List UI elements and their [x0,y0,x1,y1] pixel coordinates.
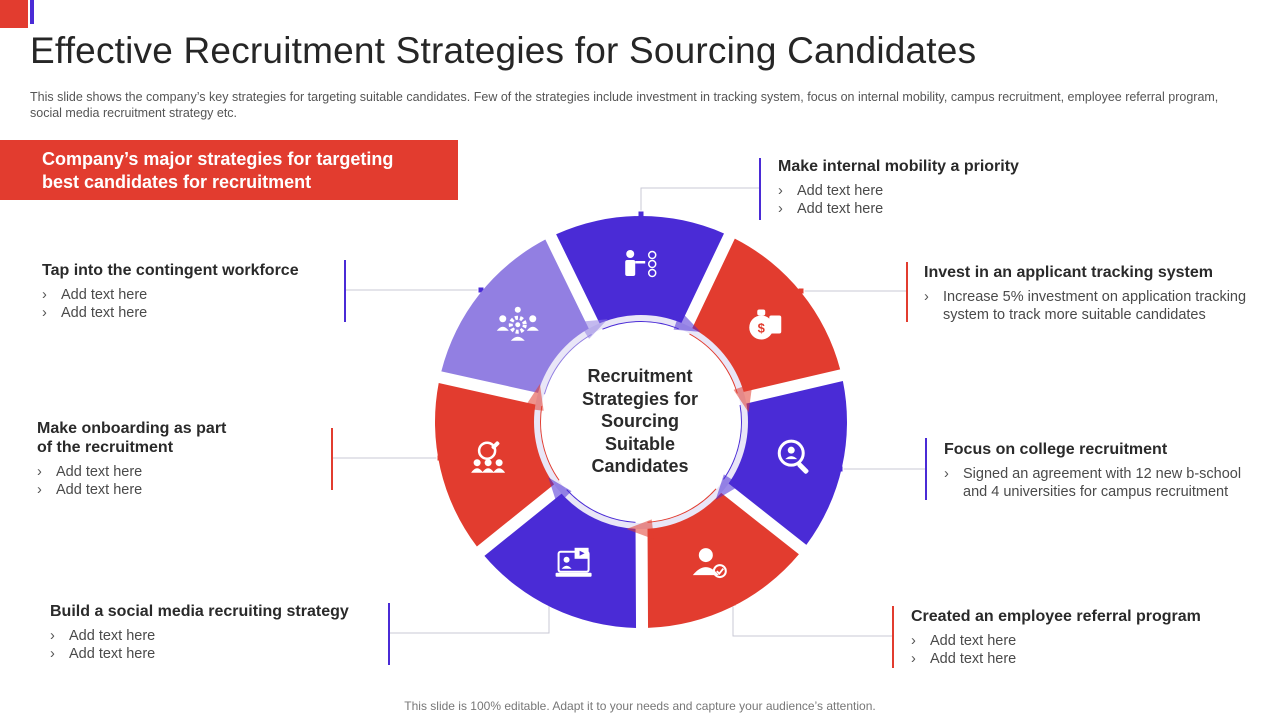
wheel-segment [647,488,799,628]
svg-text:$: $ [758,321,766,336]
onboarding-bullet-1: ›Add text here [37,464,143,480]
contingent-bullet-2: ›Add text here [42,305,148,321]
search-person-icon [777,439,809,474]
money-bag-icon: $ [749,309,782,340]
segment-arrow [715,474,741,501]
banner-line-2: best candidates for recruitment [42,172,312,192]
college-heading: Focus on college recruitment [944,441,1168,458]
onboarding-bullet-2: ›Add text here [37,482,143,498]
wheel-center-label: Recruitment Strategies for Sourcing Suit… [560,365,720,478]
connector-line [732,603,892,637]
strategy-college-recruitment: Focus on college recruitment ›Signed an … [944,440,1264,501]
chevron-right-icon: › [42,305,47,321]
chevron-right-icon: › [911,651,916,667]
internal-mobility-bar [759,158,761,220]
strategy-social-media: Build a social media recruiting strategy… [50,602,349,663]
social-media-bullet-1: ›Add text here [50,628,156,644]
center-line-2: Strategies for [581,388,699,409]
chevron-right-icon: › [911,633,916,649]
strategy-onboarding: Make onboarding as part of the recruitme… [37,419,226,499]
team-search-icon [471,441,506,473]
page-subtitle: This slide shows the company’s key strat… [30,90,1219,120]
segment-icons: $ [471,250,809,579]
chevron-right-icon: › [778,183,783,199]
referral-bullet-2: ›Add text here [911,651,1017,667]
connector-line [640,187,759,214]
chevron-right-icon: › [42,287,47,303]
segment-arrow [673,310,701,332]
page-title: Effective Recruitment Strategies for Sou… [30,30,977,71]
user-approved-icon [692,548,727,579]
strategy-contingent-workforce: Tap into the contingent workforce ›Add t… [42,261,299,322]
chevron-right-icon: › [778,201,783,217]
tracking-system-heading: Invest in an applicant tracking system [924,264,1213,281]
internal-mobility-heading: Make internal mobility a priority [778,158,1019,175]
referral-bullet-1: ›Add text here [911,633,1017,649]
strategy-banner: Company’s major strategies for targeting… [0,140,458,200]
center-line-1: Recruitment [587,366,693,386]
inner-arrows [523,310,753,540]
strategy-employee-referral: Created an employee referral program ›Ad… [911,607,1201,668]
strategy-internal-mobility: Make internal mobility a priority ›Add t… [778,157,1019,218]
chevron-right-icon: › [50,646,55,662]
connector-line [388,601,550,634]
laptop-video-icon [555,547,592,577]
onboarding-heading-line-1: Make onboarding as part [37,420,227,437]
corner-accent-square [0,0,28,28]
chevron-right-icon: › [944,466,949,482]
chevron-right-icon: › [50,628,55,644]
banner-line-1: Company’s major strategies for targeting [42,149,394,169]
onboarding-heading-line-2: of the recruitment [37,439,174,456]
segment-arrow [523,384,544,411]
chevron-right-icon: › [924,289,929,305]
corner-accent-line [30,0,34,24]
team-gear-icon [496,306,539,341]
contingent-bullet-1: ›Add text here [42,287,148,303]
segment-arrow [578,319,608,339]
referral-bar [892,606,894,668]
social-media-bar [388,603,390,665]
segment-arrow [626,519,654,540]
chevron-right-icon: › [37,464,42,480]
social-media-heading: Build a social media recruiting strategy [50,603,349,620]
onboarding-bar [331,428,333,490]
strategy-tracking-system: Invest in an applicant tracking system ›… [924,263,1264,324]
center-line-4: Suitable [604,433,675,454]
segment-arrow [733,383,753,413]
wheel-segment [556,216,724,330]
contingent-bar [344,260,346,322]
referral-heading: Created an employee referral program [911,608,1201,625]
tracking-system-bar [906,262,908,322]
center-line-5: Candidates [591,456,689,476]
center-line-3: Sourcing [600,411,679,431]
chevron-right-icon: › [37,482,42,498]
internal-mobility-bullet-2: ›Add text here [778,201,884,217]
segment-arrow [548,477,572,506]
contingent-heading: Tap into the contingent workforce [42,262,299,279]
college-bullet-1: ›Signed an agreement with 12 new b-schoo… [944,466,1242,500]
tracking-system-bullet-1: ›Increase 5% investment on application t… [924,289,1247,323]
social-media-bullet-2: ›Add text here [50,646,156,662]
wheel-segment [484,489,637,628]
college-bar [925,438,927,500]
footer-note: This slide is 100% editable. Adapt it to… [404,699,876,713]
internal-mobility-bullet-1: ›Add text here [778,183,884,199]
presenter-checklist-icon [625,250,657,278]
